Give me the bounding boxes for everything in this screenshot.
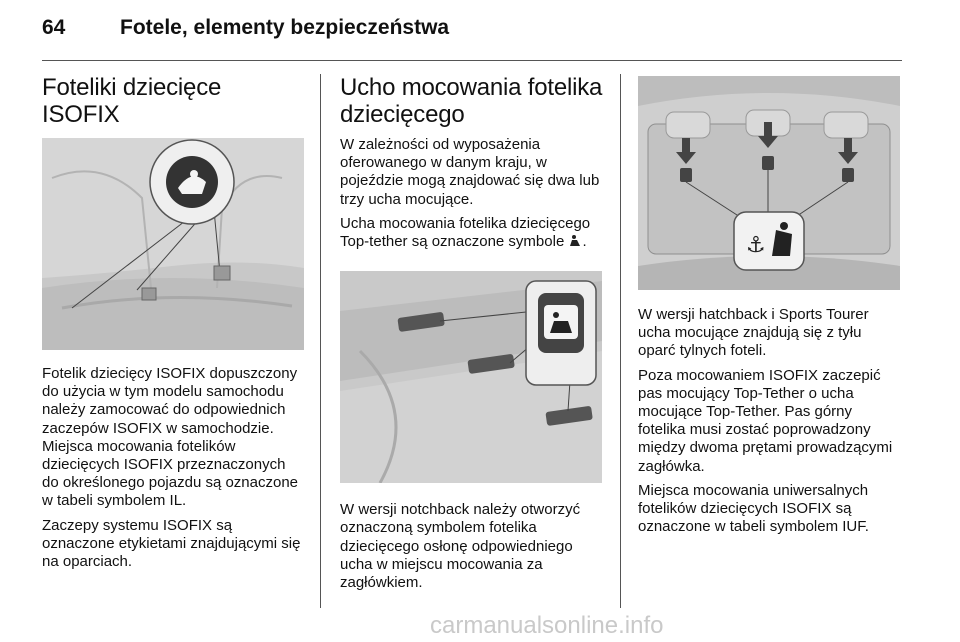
isofix-child-seat-icon	[166, 156, 218, 208]
top-tether-anchor-icon: ⚓	[746, 222, 792, 258]
top-tether-paragraph: Ucha mocowania fotelika dziecięcego Top-…	[340, 215, 604, 253]
top-tether-text: Ucha mocowania fotelika dziecięcego Top-…	[340, 214, 591, 251]
column-hatchback: ⚓ W wersji hatchback i Sports Tourer uch…	[638, 74, 900, 536]
column-isofix: Foteliki dziecięce ISOFIX Fotelik dzieci…	[42, 74, 304, 571]
header-divider	[42, 60, 902, 61]
top-tether-anchor-icon	[544, 305, 578, 340]
column-divider	[620, 74, 621, 608]
column-divider	[320, 74, 321, 608]
isofix-seat-illustration	[42, 138, 304, 350]
hatchback-paragraph: Poza mocowaniem ISOFIX zaczepić pas mocu…	[638, 366, 893, 475]
heading-line: Ucho mocowania fotelika	[340, 74, 603, 101]
section-heading-isofix: Foteliki dziecięce ISOFIX	[42, 74, 222, 128]
hatchback-paragraph: W wersji hatchback i Sports Tourer ucha …	[638, 306, 869, 360]
symbol-suffix: .	[582, 233, 587, 251]
notchback-caption: W wersji notchback należy otworzyć oznac…	[340, 501, 581, 592]
chapter-title: Fotele, elementy bezpieczeństwa	[120, 16, 450, 39]
top-tether-paragraph: W zależności od wyposażenia oferowanego …	[340, 136, 600, 208]
isofix-paragraph: Zaczepy systemu ISOFIX są oznaczone etyk…	[42, 516, 301, 571]
hatchback-paragraph: Miejsca mocowania uniwersalnych fotelikó…	[638, 481, 869, 536]
column-top-tether: Ucho mocowania fotelika dziecięcego W za…	[340, 74, 604, 592]
section-heading-top-tether: Ucho mocowania fotelika dziecięcego	[340, 74, 604, 128]
svg-text:⚓: ⚓	[746, 233, 766, 258]
watermark: carmanualsonline.info	[430, 612, 664, 639]
page-number: 64	[42, 16, 66, 39]
top-tether-anchor-icon	[568, 234, 582, 253]
hatchback-anchor-illustration: ⚓	[638, 76, 900, 290]
notchback-anchor-illustration	[340, 271, 602, 484]
heading-line: dziecięcego	[340, 101, 465, 128]
isofix-paragraph: Fotelik dziecięcy ISOFIX dopuszczony do …	[42, 365, 299, 510]
page-header: 64 Fotele, elementy bezpieczeństwa	[42, 16, 922, 46]
